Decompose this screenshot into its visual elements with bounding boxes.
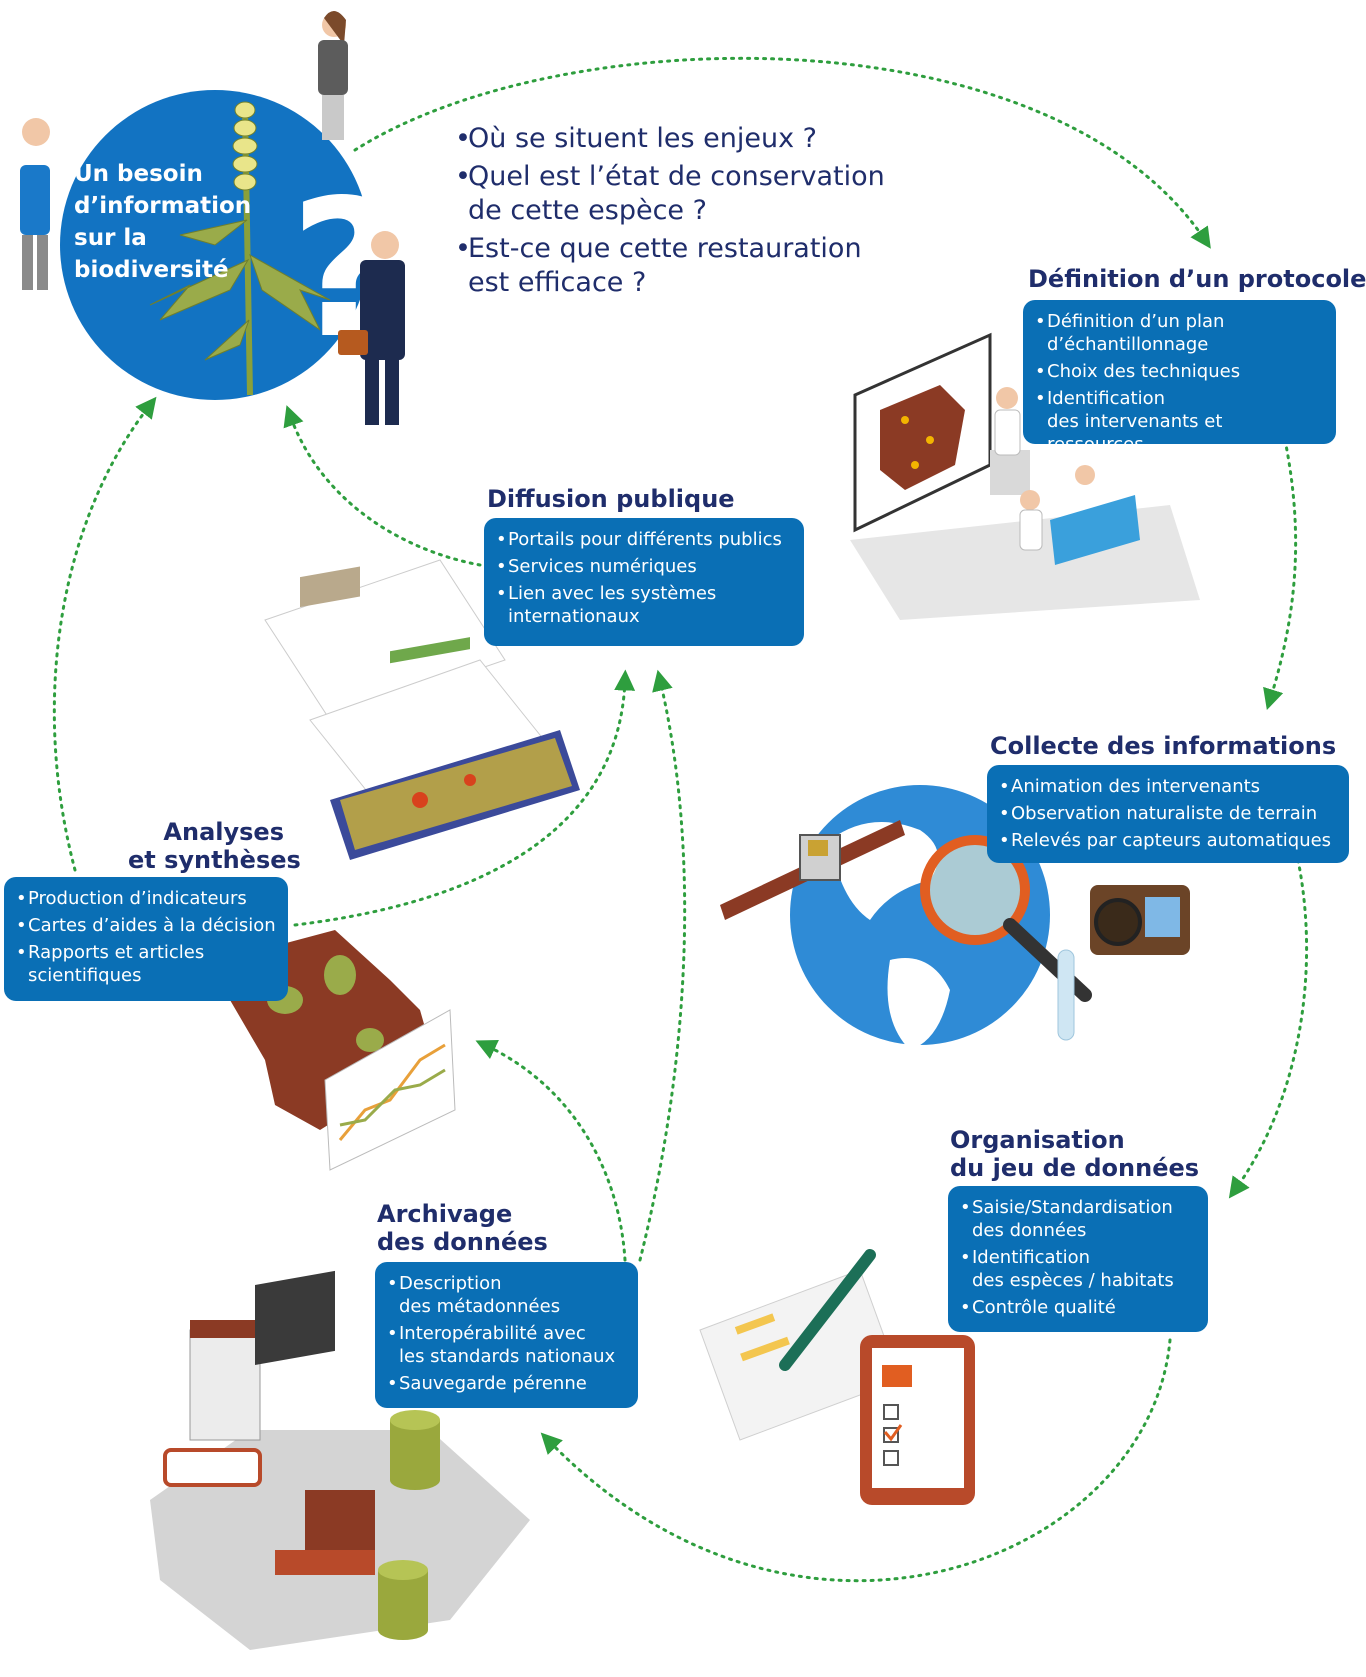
person-icon-suit [338, 231, 405, 425]
collecte-illustration [720, 785, 1190, 1050]
analyses-box: Production d’indicateurs Cartes d’aides … [4, 877, 288, 1001]
protocole-item: Choix des techniques [1035, 360, 1324, 383]
arrow-archivage-to-diffusion [638, 669, 687, 1262]
question-item: Où se situent les enjeux ? [455, 122, 885, 156]
arrow-organisation-to-archivage [540, 1338, 1172, 1583]
need-illustration: ? [20, 10, 405, 425]
diffusion-item: Services numériques [496, 555, 792, 578]
person-icon-left [20, 118, 50, 290]
protocole-title: Définition d’un protocole [1028, 265, 1366, 293]
arrow-archivage-to-analyses [475, 1040, 627, 1262]
collecte-item: Animation des intervenants [999, 775, 1337, 798]
arrow-diffusion-to-need [283, 405, 482, 567]
arrow-collecte-to-organisation [1228, 858, 1309, 1199]
database-icon [378, 1410, 440, 1640]
map-board-icon [850, 332, 1200, 620]
magnifier-icon [920, 835, 1092, 1002]
pencil-icon [779, 1249, 876, 1371]
test-tube-icon [1057, 949, 1075, 1041]
arrow-analyses-to-diffusion [293, 669, 636, 927]
need-label: Un besoin d’information sur la biodivers… [74, 161, 252, 283]
archivage-item: Sauvegarde pérenne [387, 1372, 626, 1395]
satellite-icon [720, 820, 905, 920]
person-icon-top [318, 10, 348, 140]
web-portal-icon [264, 559, 580, 860]
cycle-arrows [52, 56, 1309, 1583]
questions-list: Où se situent les enjeux ? Quel est l’ét… [455, 122, 885, 304]
organisation-item: Contrôle qualité [960, 1296, 1196, 1319]
archivage-title: Archivage des données [377, 1200, 548, 1256]
diffusion-title: Diffusion publique [487, 485, 735, 513]
arrow-protocole-to-collecte [1263, 438, 1298, 711]
collecte-item: Observation naturaliste de terrain [999, 802, 1337, 825]
analyses-title: Analyses et synthèses [128, 818, 301, 874]
analyses-item: Cartes d’aides à la décision [16, 914, 276, 937]
collecte-box: Animation des intervenants Observation n… [987, 765, 1349, 863]
collecte-item: Relevés par capteurs automatiques [999, 829, 1337, 852]
collecte-title: Collecte des informations [990, 732, 1337, 760]
computer-icon [163, 1270, 335, 1487]
archivage-illustration [150, 1270, 530, 1650]
arrow-need-to-protocole [353, 56, 1211, 249]
analyses-item: Production d’indicateurs [16, 887, 276, 910]
camera-icon [1090, 885, 1190, 955]
arrow-analyses-to-need [52, 396, 157, 872]
tablet-icon [860, 1335, 975, 1505]
diffusion-item: Portails pour différents publics [496, 528, 792, 551]
line-chart-icon [324, 1009, 456, 1171]
laptop-icon [275, 1490, 375, 1575]
organisation-title: Organisation du jeu de données [950, 1126, 1200, 1182]
diffusion-box: Portails pour différents publics Service… [484, 518, 804, 646]
organisation-illustration [699, 1249, 975, 1505]
plant-icon [149, 101, 331, 396]
